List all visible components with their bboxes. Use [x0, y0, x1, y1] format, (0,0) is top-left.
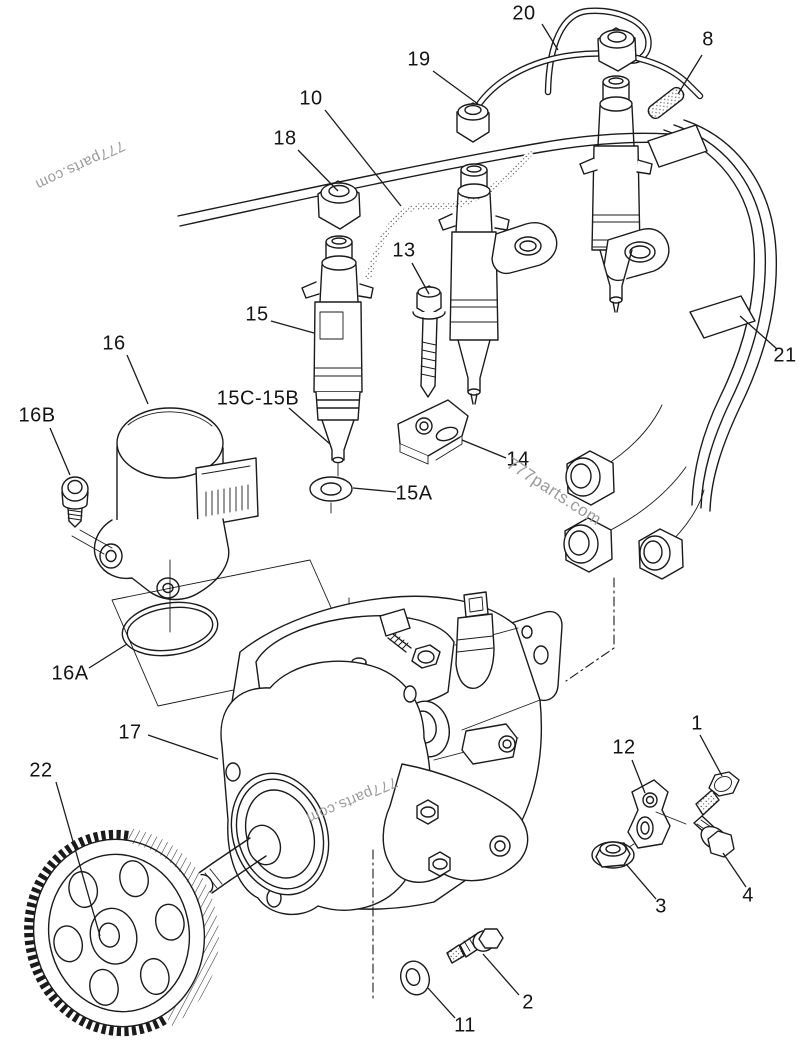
callout-18: 18	[273, 127, 297, 150]
leader-line-22	[55, 781, 101, 937]
wiring-harness	[177, 132, 695, 227]
nut-3	[591, 841, 635, 869]
leader-line-1	[699, 734, 723, 777]
callout-16B: 16B	[18, 404, 56, 427]
leader-line-15	[270, 320, 315, 334]
fuel-line-19	[470, 50, 704, 116]
projection-line-nuts	[565, 577, 615, 682]
callout-16: 16	[102, 332, 126, 355]
bolt-13	[412, 285, 446, 398]
fuel-injector-15	[301, 235, 374, 477]
callout-13: 13	[392, 239, 416, 262]
callout-20: 20	[512, 2, 536, 25]
fuel-hose-10	[365, 149, 534, 279]
leader-line-18	[297, 149, 339, 192]
callout-8: 8	[702, 28, 714, 51]
leader-line-8	[677, 54, 703, 95]
leader-line-14	[461, 439, 507, 459]
callout-2: 2	[522, 991, 534, 1014]
leader-line-11	[427, 987, 456, 1019]
line-nut-group	[563, 404, 705, 580]
leader-line-15C-15B	[288, 407, 331, 445]
callout-15: 15	[245, 303, 269, 326]
bolt-1	[695, 771, 740, 816]
leader-line-2	[482, 953, 520, 996]
bolt-16B	[61, 476, 113, 555]
o-ring-16A	[121, 601, 219, 657]
leader-line-12	[631, 759, 646, 794]
solenoid-16	[93, 407, 259, 633]
callout-4: 4	[742, 884, 754, 907]
leader-line-17	[147, 734, 219, 760]
callout-11: 11	[454, 1014, 476, 1037]
leader-line-16B	[49, 427, 71, 476]
callout-21: 21	[773, 344, 797, 367]
callout-15A: 15A	[395, 482, 433, 505]
clamp-14	[397, 399, 469, 465]
washer-11	[399, 960, 431, 996]
line-clip-upper	[647, 124, 708, 168]
leader-line-13	[411, 262, 430, 295]
leader-line-4	[722, 852, 747, 888]
bolt-2	[446, 928, 504, 964]
callout-17: 17	[118, 721, 142, 744]
drive-gear-22	[24, 828, 219, 1037]
callout-14: 14	[506, 448, 530, 471]
callout-22: 22	[29, 759, 53, 782]
tube-nut-18	[317, 180, 361, 230]
injection-pump-17	[194, 591, 563, 916]
callout-16A: 16A	[51, 662, 89, 685]
leader-line-16A	[88, 643, 128, 669]
callout-3: 3	[655, 895, 667, 918]
callout-15C-15B: 15C-15B	[216, 387, 300, 410]
pump-lower-housing	[382, 763, 529, 883]
leader-line-15A	[352, 487, 397, 493]
leader-line-16	[126, 354, 149, 405]
fuel-injector-middle	[438, 163, 558, 405]
pin-8	[647, 86, 685, 120]
leader-line-21	[739, 315, 778, 350]
callout-10: 10	[299, 87, 323, 110]
bolt-4	[693, 815, 735, 858]
fuel-injector-right	[579, 75, 670, 313]
leader-line-19	[432, 70, 479, 105]
leader-line-3	[625, 863, 657, 900]
callout-12: 12	[612, 736, 636, 759]
washer-15A	[309, 476, 353, 514]
tube-nut-20	[597, 27, 637, 72]
line-clip-lower	[689, 295, 756, 339]
fuel-line-bundle-21	[647, 119, 778, 512]
tube-nut-19	[456, 102, 490, 143]
leader-line-20	[541, 23, 559, 51]
leader-line-10	[324, 109, 402, 207]
callout-1: 1	[691, 712, 703, 735]
fuel-line-20	[544, 7, 652, 96]
callout-19: 19	[407, 48, 431, 71]
